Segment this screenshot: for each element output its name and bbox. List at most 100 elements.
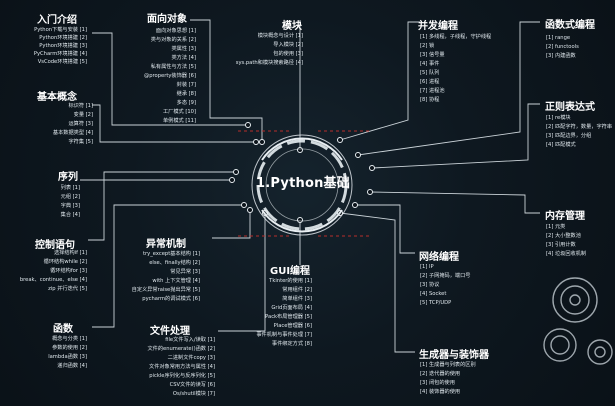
oop-item: 多态 [9] — [176, 100, 196, 106]
network-item: [4] Socket — [420, 291, 447, 297]
network-item: [3] 协议 — [420, 282, 440, 288]
gui-item: Pack布局管理器 [5] — [265, 314, 312, 320]
functional-item: [2] functools — [546, 44, 579, 50]
gui-item: Grid页面布局 [4] — [271, 305, 312, 311]
exceptions-item: 自定义异常raise抛出异常 [5] — [131, 287, 200, 293]
files-item: file文件写入/读取 [1] — [165, 337, 215, 343]
basics-item: 运算符 [3] — [68, 121, 93, 127]
intro-item: VsCode环境搭建 [5] — [37, 59, 87, 65]
functions-title: 函数 — [53, 324, 73, 335]
generators-title: 生成器与装饰器 — [419, 350, 489, 361]
concurrency-item: [4] 事件 — [420, 61, 440, 67]
oop-item: 工厂模式 [10] — [162, 109, 196, 115]
memory-title: 内存管理 — [545, 211, 585, 222]
functional-item: [1] range — [546, 35, 571, 41]
basics-title: 基本概念 — [37, 92, 77, 103]
gui-item: Tkinter的使用 [1] — [269, 278, 312, 284]
oop-item: 封装 [7] — [176, 82, 196, 88]
files-item: 二进制文件copy [3] — [167, 355, 215, 361]
modules-item: 导入模块 [2] — [273, 42, 303, 48]
memory-item: [3] 引用计数 — [546, 242, 576, 248]
intro-item: Python下载与安装 [1] — [34, 27, 87, 33]
concurrency-item: [6] 进程 — [420, 79, 440, 85]
exceptions-item: else、finally结构 [2] — [149, 260, 200, 266]
control-item: break、continue、else [4] — [19, 277, 87, 283]
concurrency-item: [3] 信号量 — [420, 52, 445, 58]
oop-item: @property装饰器 [6] — [144, 73, 196, 79]
exceptions-title: 异常机制 — [146, 239, 186, 250]
oop-item: 类与对象的关系 [2] — [150, 37, 196, 43]
modules-item: 模块概念与设计 [1] — [257, 33, 303, 39]
control-item: 循环结构for [3] — [50, 268, 87, 274]
network-title: 网络编程 — [419, 252, 459, 263]
memory-item: [1] 元类 — [546, 224, 566, 230]
basics-item: 标识符 [1] — [68, 103, 93, 109]
sequence-title: 序列 — [58, 172, 78, 183]
center-title: 1.Python基础 — [256, 176, 350, 191]
files-item: CSV文件的读写 [6] — [169, 382, 215, 388]
files-item: 文件的enumerate()函数 [2] — [147, 346, 215, 352]
regex-item: [1] re模块 — [546, 115, 571, 121]
generators-item: [4] 装饰器的使用 — [420, 389, 461, 395]
oop-item: 面向对象思想 [1] — [155, 28, 196, 34]
functions-item: lambda函数 [3] — [48, 354, 87, 360]
functional-item: [3] 内建函数 — [546, 53, 576, 59]
modules-item: 包的使用 [3] — [273, 51, 303, 57]
exceptions-item: try_except基本结构 [1] — [142, 251, 200, 257]
network-item: [2] 子网掩码，端口号 — [420, 273, 471, 279]
gui-item: 常用组件 [2] — [282, 287, 312, 293]
concurrency-item: [5] 队列 — [420, 70, 440, 76]
sequence-item: 元组 [2] — [60, 194, 80, 200]
gui-item: 简单组件 [3] — [282, 296, 312, 302]
generators-item: [2] 迭代器的使用 — [420, 371, 461, 377]
generators-item: [3] 闭包的使用 — [420, 380, 455, 386]
files-item: Os/shutil模块 [7] — [172, 391, 215, 397]
control-item: 选择结构if [1] — [53, 250, 87, 256]
files-title: 文件处理 — [150, 326, 190, 337]
memory-item: [2] 大小整数池 — [546, 233, 581, 239]
intro-title: 入门介绍 — [37, 15, 77, 26]
sequence-item: 字典 [3] — [60, 203, 80, 209]
functions-item: 递归函数 [4] — [57, 363, 87, 369]
gui-title: GUI编程 — [270, 266, 311, 277]
oop-item: 类属性 [3] — [171, 46, 196, 52]
functions-item: 概念与分类 [1] — [52, 336, 87, 342]
intro-item: Python环境搭建 [2] — [39, 35, 87, 41]
modules-title: 模块 — [282, 21, 302, 32]
basics-item: 字符集 [5] — [68, 139, 93, 145]
exceptions-item: with 上下文管理 [4] — [152, 278, 200, 284]
gui-item: 事件绑定方式 [8] — [271, 341, 312, 347]
files-item: pickle序列化与反序列化 [5] — [149, 373, 215, 379]
oop-title: 面向对象 — [147, 14, 187, 25]
control-item: 循环结构while [2] — [43, 259, 87, 265]
oop-item: 私有属性与方法 [5] — [150, 64, 196, 70]
oop-item: 类方法 [4] — [171, 55, 196, 61]
intro-item: PyCharm环境搭建 [4] — [33, 51, 87, 57]
concurrency-item: [2] 锁 — [420, 43, 435, 49]
sequence-item: 列表 [1] — [60, 185, 80, 191]
network-item: [1] IP — [420, 264, 434, 270]
oop-item: 继承 [8] — [176, 91, 196, 97]
concurrency-item: [1] 多线程，子线程，守护线程 — [420, 34, 492, 40]
control-title: 控制语句 — [35, 240, 75, 251]
files-item: 文件对象常用方法与属性 [4] — [148, 364, 215, 370]
regex-title: 正则表达式 — [545, 102, 595, 113]
exceptions-item: pycharm的调试模式 [6] — [142, 296, 200, 302]
regex-item: [3] 匹配边界，分组 — [546, 133, 592, 139]
modules-item: sys.path和模块搜索路径 [4] — [235, 60, 303, 66]
gui-item: Place管理器 [6] — [273, 323, 312, 329]
exceptions-item: 常见异常 [3] — [170, 269, 200, 275]
memory-item: [4] 垃圾回收机制 — [546, 251, 587, 257]
concurrency-title: 并发编程 — [418, 21, 458, 32]
control-item: zip 并行迭代 [5] — [48, 286, 87, 292]
generators-item: [1] 生成器与列表的区别 — [420, 362, 476, 368]
sequence-item: 集合 [4] — [60, 212, 80, 218]
regex-item: [4] 匹配模式 — [546, 142, 576, 148]
concurrency-item: [7] 进程池 — [420, 88, 445, 94]
gui-item: 事件机制与事件处理 [7] — [256, 332, 312, 338]
oop-item: 单例模式 [11] — [162, 118, 196, 124]
functions-item: 参数的使用 [2] — [52, 345, 87, 351]
intro-item: Python环境搭建 [3] — [39, 43, 87, 49]
